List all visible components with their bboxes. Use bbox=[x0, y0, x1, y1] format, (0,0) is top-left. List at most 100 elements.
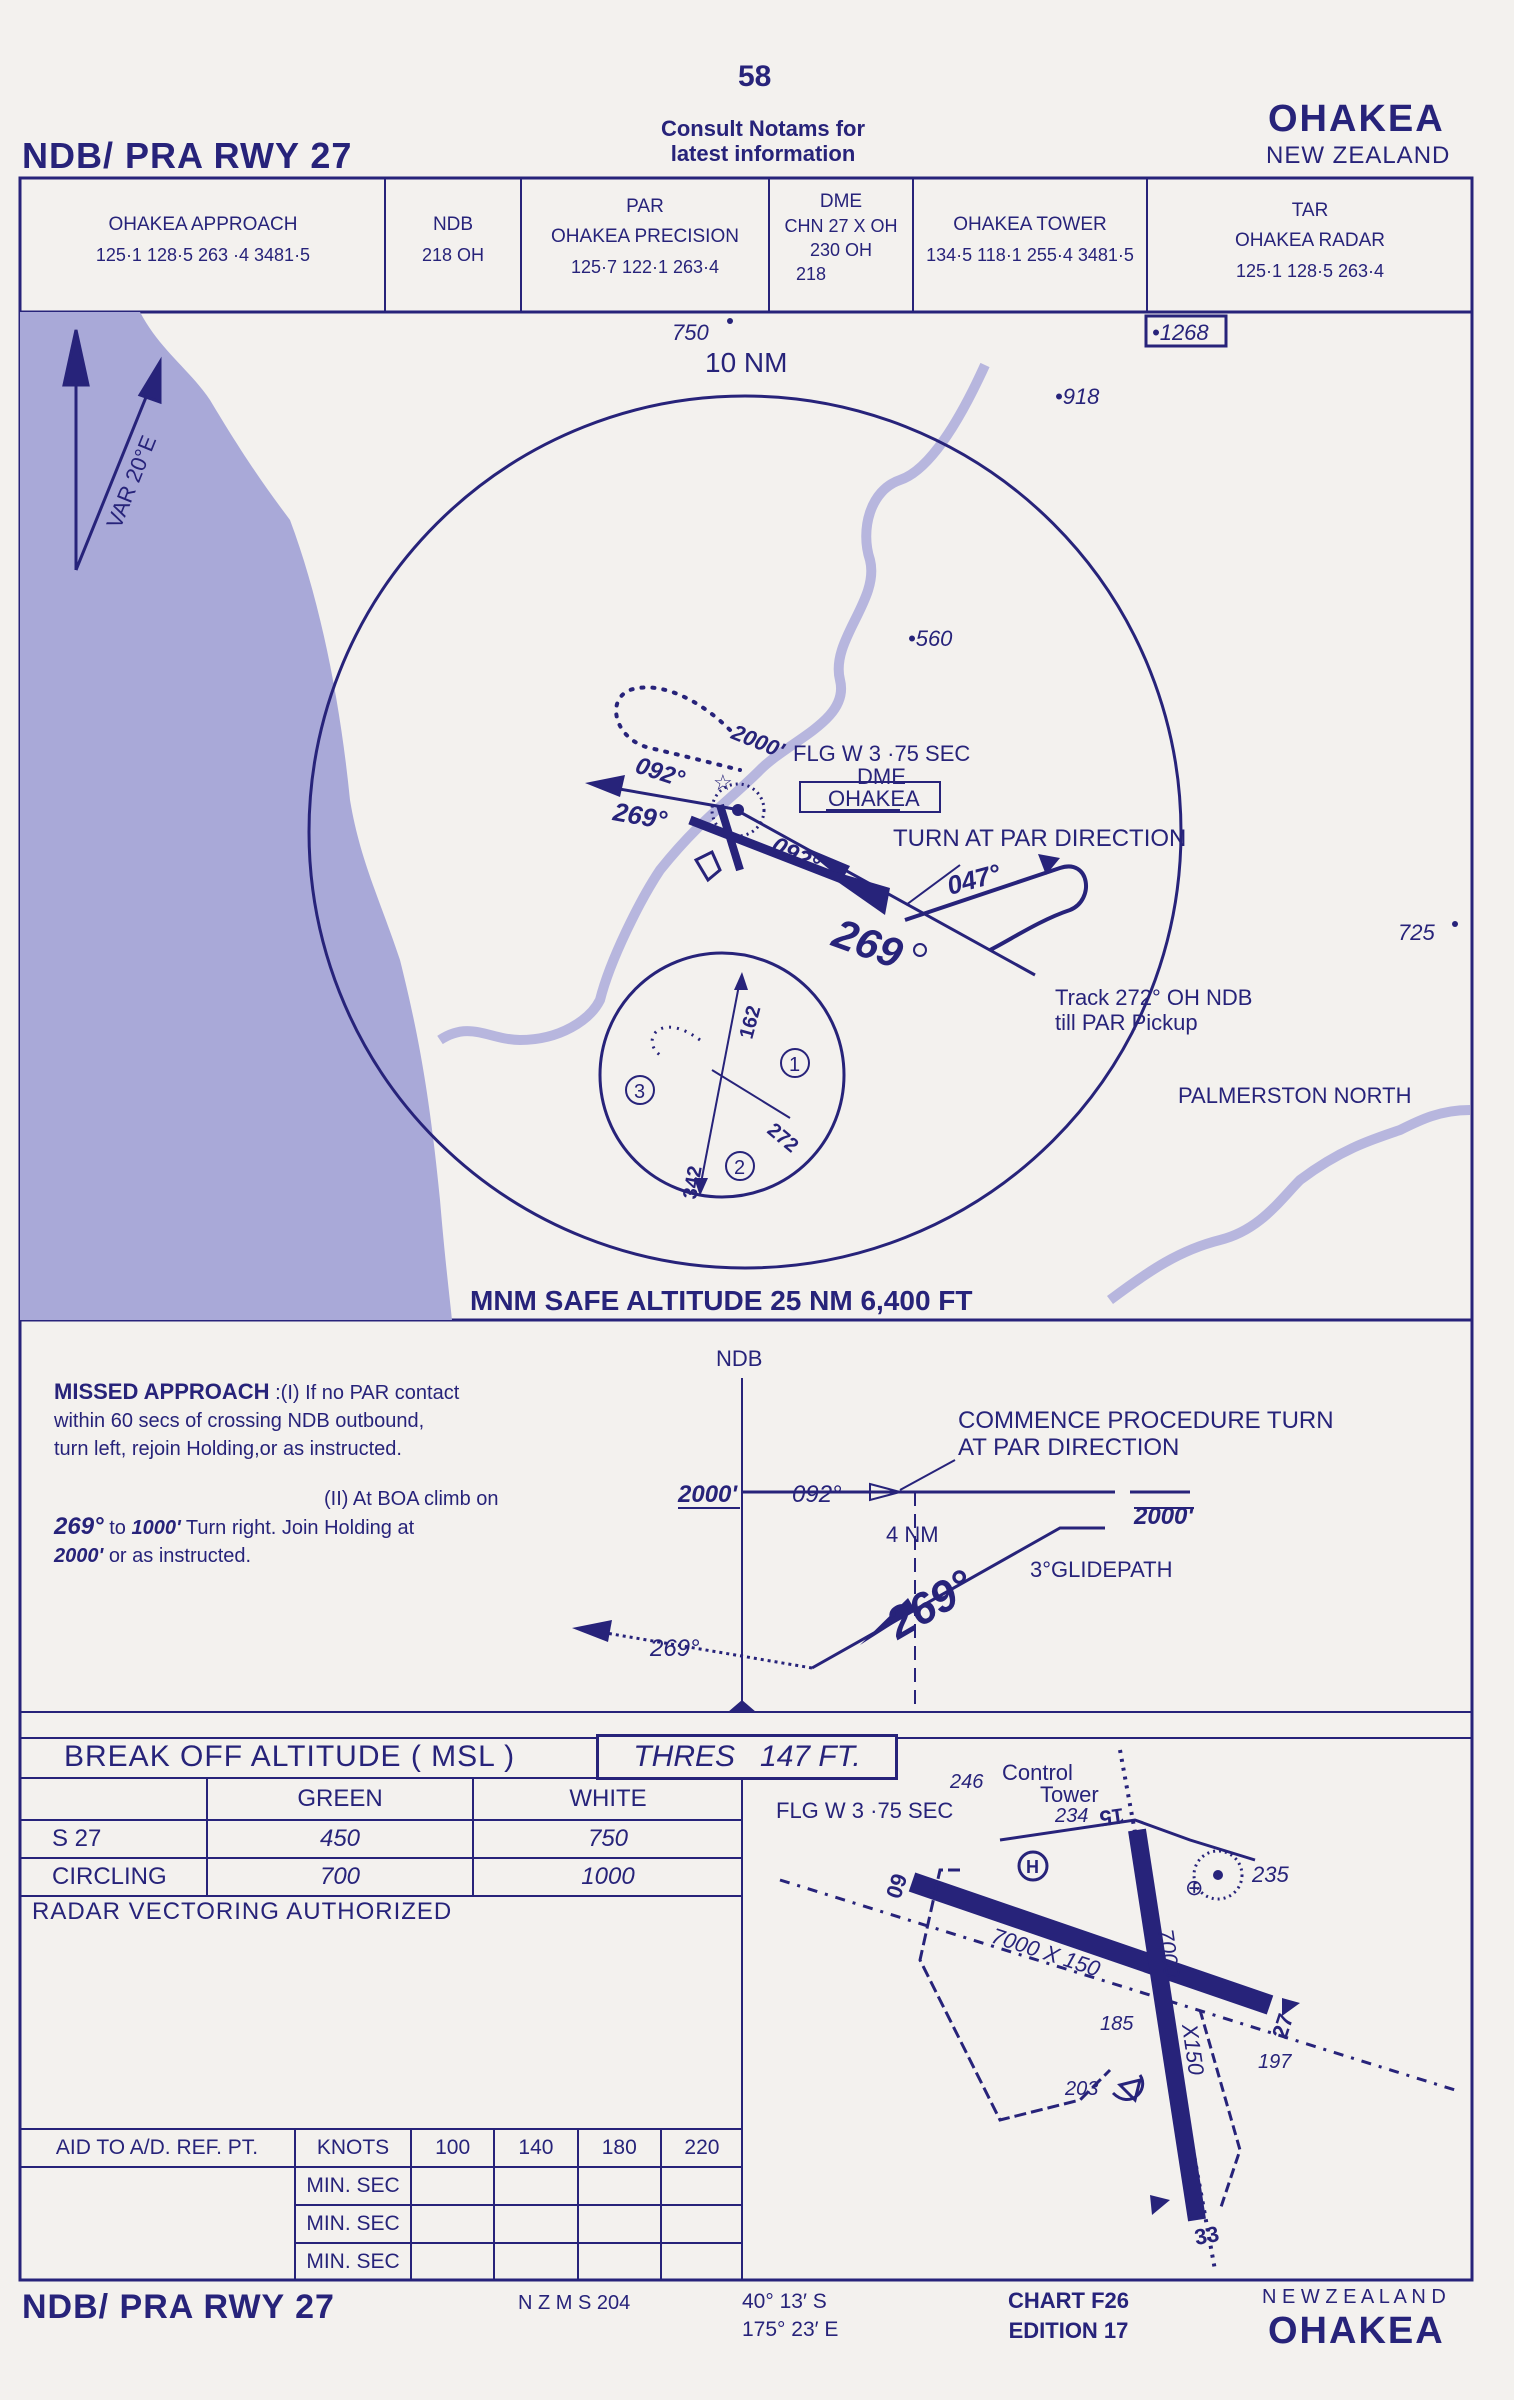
sector-1-label: 1 bbox=[789, 1054, 800, 1076]
glidepath-label: 3°GLIDEPATH bbox=[1030, 1557, 1172, 1582]
freq-tar-name: TAR bbox=[1291, 200, 1329, 221]
sector-2-circle bbox=[725, 1151, 755, 1181]
footer-latitude: 40° 13′ S bbox=[742, 2290, 827, 2313]
missed-2b-altitude: 1000' bbox=[131, 1517, 181, 1539]
taxiway-east bbox=[1198, 2009, 1242, 2211]
missed-2b-to: to bbox=[109, 1517, 126, 1539]
freq-approach: OHAKEA APPROACH 125·1 128·5 263 ·4 3481·… bbox=[22, 178, 384, 310]
variation-arrow bbox=[62, 329, 162, 571]
profile-missed-course: 269° bbox=[649, 1635, 700, 1662]
river-palmerston bbox=[1107, 1105, 1471, 1305]
freq-dme-ident: 230 OH bbox=[809, 240, 873, 260]
spot-height-918: •918 bbox=[1055, 384, 1100, 409]
taxiway-north bbox=[999, 1818, 1256, 1862]
missed-1c: turn left, rejoin Holding,or as instruct… bbox=[54, 1438, 402, 1460]
col-green: GREEN bbox=[206, 1777, 474, 1821]
sea-area bbox=[20, 312, 452, 1320]
footer-procedure: NDB/ PRA RWY 27 bbox=[22, 2288, 335, 2326]
speed-100: 100 bbox=[409, 2128, 496, 2168]
runway-33-label: 33 bbox=[1193, 2221, 1221, 2250]
ndb-aerodrome bbox=[1192, 1849, 1244, 1901]
sector-2-label: 2 bbox=[734, 1157, 745, 1179]
freq-tar-values: 125·1 128·5 263·4 bbox=[1235, 261, 1385, 281]
aerodrome-tower-label: Tower bbox=[1040, 1782, 1099, 1807]
freq-tower: OHAKEA TOWER 134·5 118·1 255·4 3481·5 bbox=[914, 178, 1146, 310]
missed-2a: (II) At BOA climb on bbox=[324, 1488, 499, 1510]
footer-chart: CHART F26 bbox=[1008, 2288, 1130, 2313]
footer-map-ref: N Z M S 204 bbox=[518, 2292, 631, 2314]
freq-par-subname: OHAKEA PRECISION bbox=[551, 226, 739, 247]
profile-ndb-label: NDB bbox=[716, 1346, 762, 1371]
apron-symbol bbox=[693, 849, 722, 883]
footer-country: N E W Z E A L A N D bbox=[1262, 2286, 1446, 2308]
minima-table: GREEN WHITE S 27 450 750 CIRCLING 700 10… bbox=[20, 1777, 742, 1897]
runway-09-27 bbox=[908, 1872, 1274, 2015]
footer-edition: EDITION 17 bbox=[1008, 2318, 1129, 2343]
freq-par-values: 125·7 122·1 263·4 bbox=[570, 257, 720, 277]
footer-chart-id: CHART F26 EDITION 17 bbox=[1008, 2286, 1129, 2346]
flg-beacon-label: FLG W 3 ·75 SEC bbox=[793, 741, 970, 766]
table-row: S 27 450 750 bbox=[20, 1819, 742, 1859]
missed-1a: :(I) If no PAR contact bbox=[275, 1382, 460, 1404]
sector-3-circle bbox=[625, 1075, 655, 1105]
threshold-box: THRES 147 FT. bbox=[596, 1734, 898, 1780]
threshold-value: 147 FT. bbox=[760, 1740, 861, 1773]
final-course: 269 bbox=[826, 909, 909, 978]
range-circle-10nm bbox=[307, 394, 1183, 1270]
msa-hold bbox=[650, 1025, 701, 1057]
ndb-symbol bbox=[710, 782, 766, 838]
profile-hdg-092: 092° bbox=[792, 1481, 842, 1508]
notam-line-2: latest information bbox=[670, 141, 856, 166]
freq-ndb-name: NDB bbox=[432, 214, 474, 235]
freq-par: PAR OHAKEA PRECISION 125·7 122·1 263·4 bbox=[522, 178, 768, 310]
freq-dme-freq: 218 bbox=[796, 264, 827, 284]
knots-label: KNOTS bbox=[294, 2128, 412, 2168]
freq-dme-name: DME bbox=[819, 191, 863, 212]
apron-aerodrome bbox=[1111, 2074, 1145, 2103]
aerodrome-control-label: Control bbox=[1002, 1760, 1073, 1785]
row-label: S 27 bbox=[20, 1819, 208, 1859]
track-note-1: Track 272° OH NDB bbox=[1055, 985, 1252, 1010]
missed-approach-arrow bbox=[572, 1620, 612, 1642]
commence-line-1: COMMENCE PROCEDURE TURN bbox=[958, 1407, 1334, 1434]
turn-course: 047° bbox=[944, 858, 1004, 901]
vor-symbol: ⊕ bbox=[1185, 1875, 1203, 1900]
threshold-label: THRES bbox=[633, 1740, 736, 1773]
freq-tar: TAR OHAKEA RADAR 125·1 128·5 263·4 bbox=[1148, 178, 1472, 310]
msa-bearing-272: 272 bbox=[763, 1119, 803, 1157]
freq-dme-channel: CHN 27 X OH bbox=[784, 216, 898, 236]
dme-ohakea: OHAKEA bbox=[828, 786, 920, 811]
profile-final-course: 269° bbox=[878, 1561, 983, 1650]
missed-2b-heading: 269° bbox=[54, 1513, 104, 1540]
msa-line-272 bbox=[711, 1069, 791, 1119]
dme-label: DME bbox=[857, 764, 906, 789]
freq-ndb-values: 218 OH bbox=[421, 245, 485, 265]
speed-140: 140 bbox=[493, 2128, 579, 2168]
procedure-title: NDB/ PRA RWY 27 bbox=[22, 135, 353, 176]
notam-line-1: Consult Notams for bbox=[660, 116, 866, 141]
missed-approach-instructions: MISSED APPROACH :(I) If no PAR contact w… bbox=[54, 1378, 614, 1570]
freq-tower-name: OHAKEA TOWER bbox=[953, 214, 1107, 235]
sector-3-label: 3 bbox=[634, 1081, 645, 1103]
speed-180: 180 bbox=[576, 2128, 662, 2168]
notam-notice: Consult Notams for latest information bbox=[628, 116, 898, 166]
four-nm-label: 4 NM bbox=[886, 1522, 939, 1547]
freq-dividers bbox=[384, 178, 1148, 312]
min-sec-2: MIN. SEC bbox=[294, 2204, 412, 2244]
highest-obstacle-box bbox=[1144, 314, 1228, 348]
country-name: NEW ZEALAND bbox=[1266, 142, 1451, 169]
missed-2c-rest: or as instructed. bbox=[108, 1545, 252, 1567]
speed-220: 220 bbox=[659, 2128, 742, 2168]
missed-approach-title: MISSED APPROACH bbox=[54, 1379, 270, 1404]
sector-1-circle bbox=[780, 1048, 810, 1078]
runway-27-label: 27 bbox=[1267, 2011, 1298, 2042]
timing-table: AID TO A/D. REF. PT. KNOTS 100 140 180 2… bbox=[20, 2128, 742, 2279]
aerodrome-diagram: H ⊕ bbox=[779, 1749, 1456, 2271]
helipad bbox=[1017, 1850, 1049, 1882]
row-green: 700 bbox=[206, 1857, 474, 1897]
elev-197: 197 bbox=[1258, 2051, 1292, 2073]
msa-line-162 bbox=[699, 979, 741, 1189]
freq-dme: DME CHN 27 X OH 230 OH 218 bbox=[770, 178, 912, 310]
min-sec-3: MIN. SEC bbox=[294, 2242, 412, 2279]
procedure-turn bbox=[904, 864, 1088, 952]
